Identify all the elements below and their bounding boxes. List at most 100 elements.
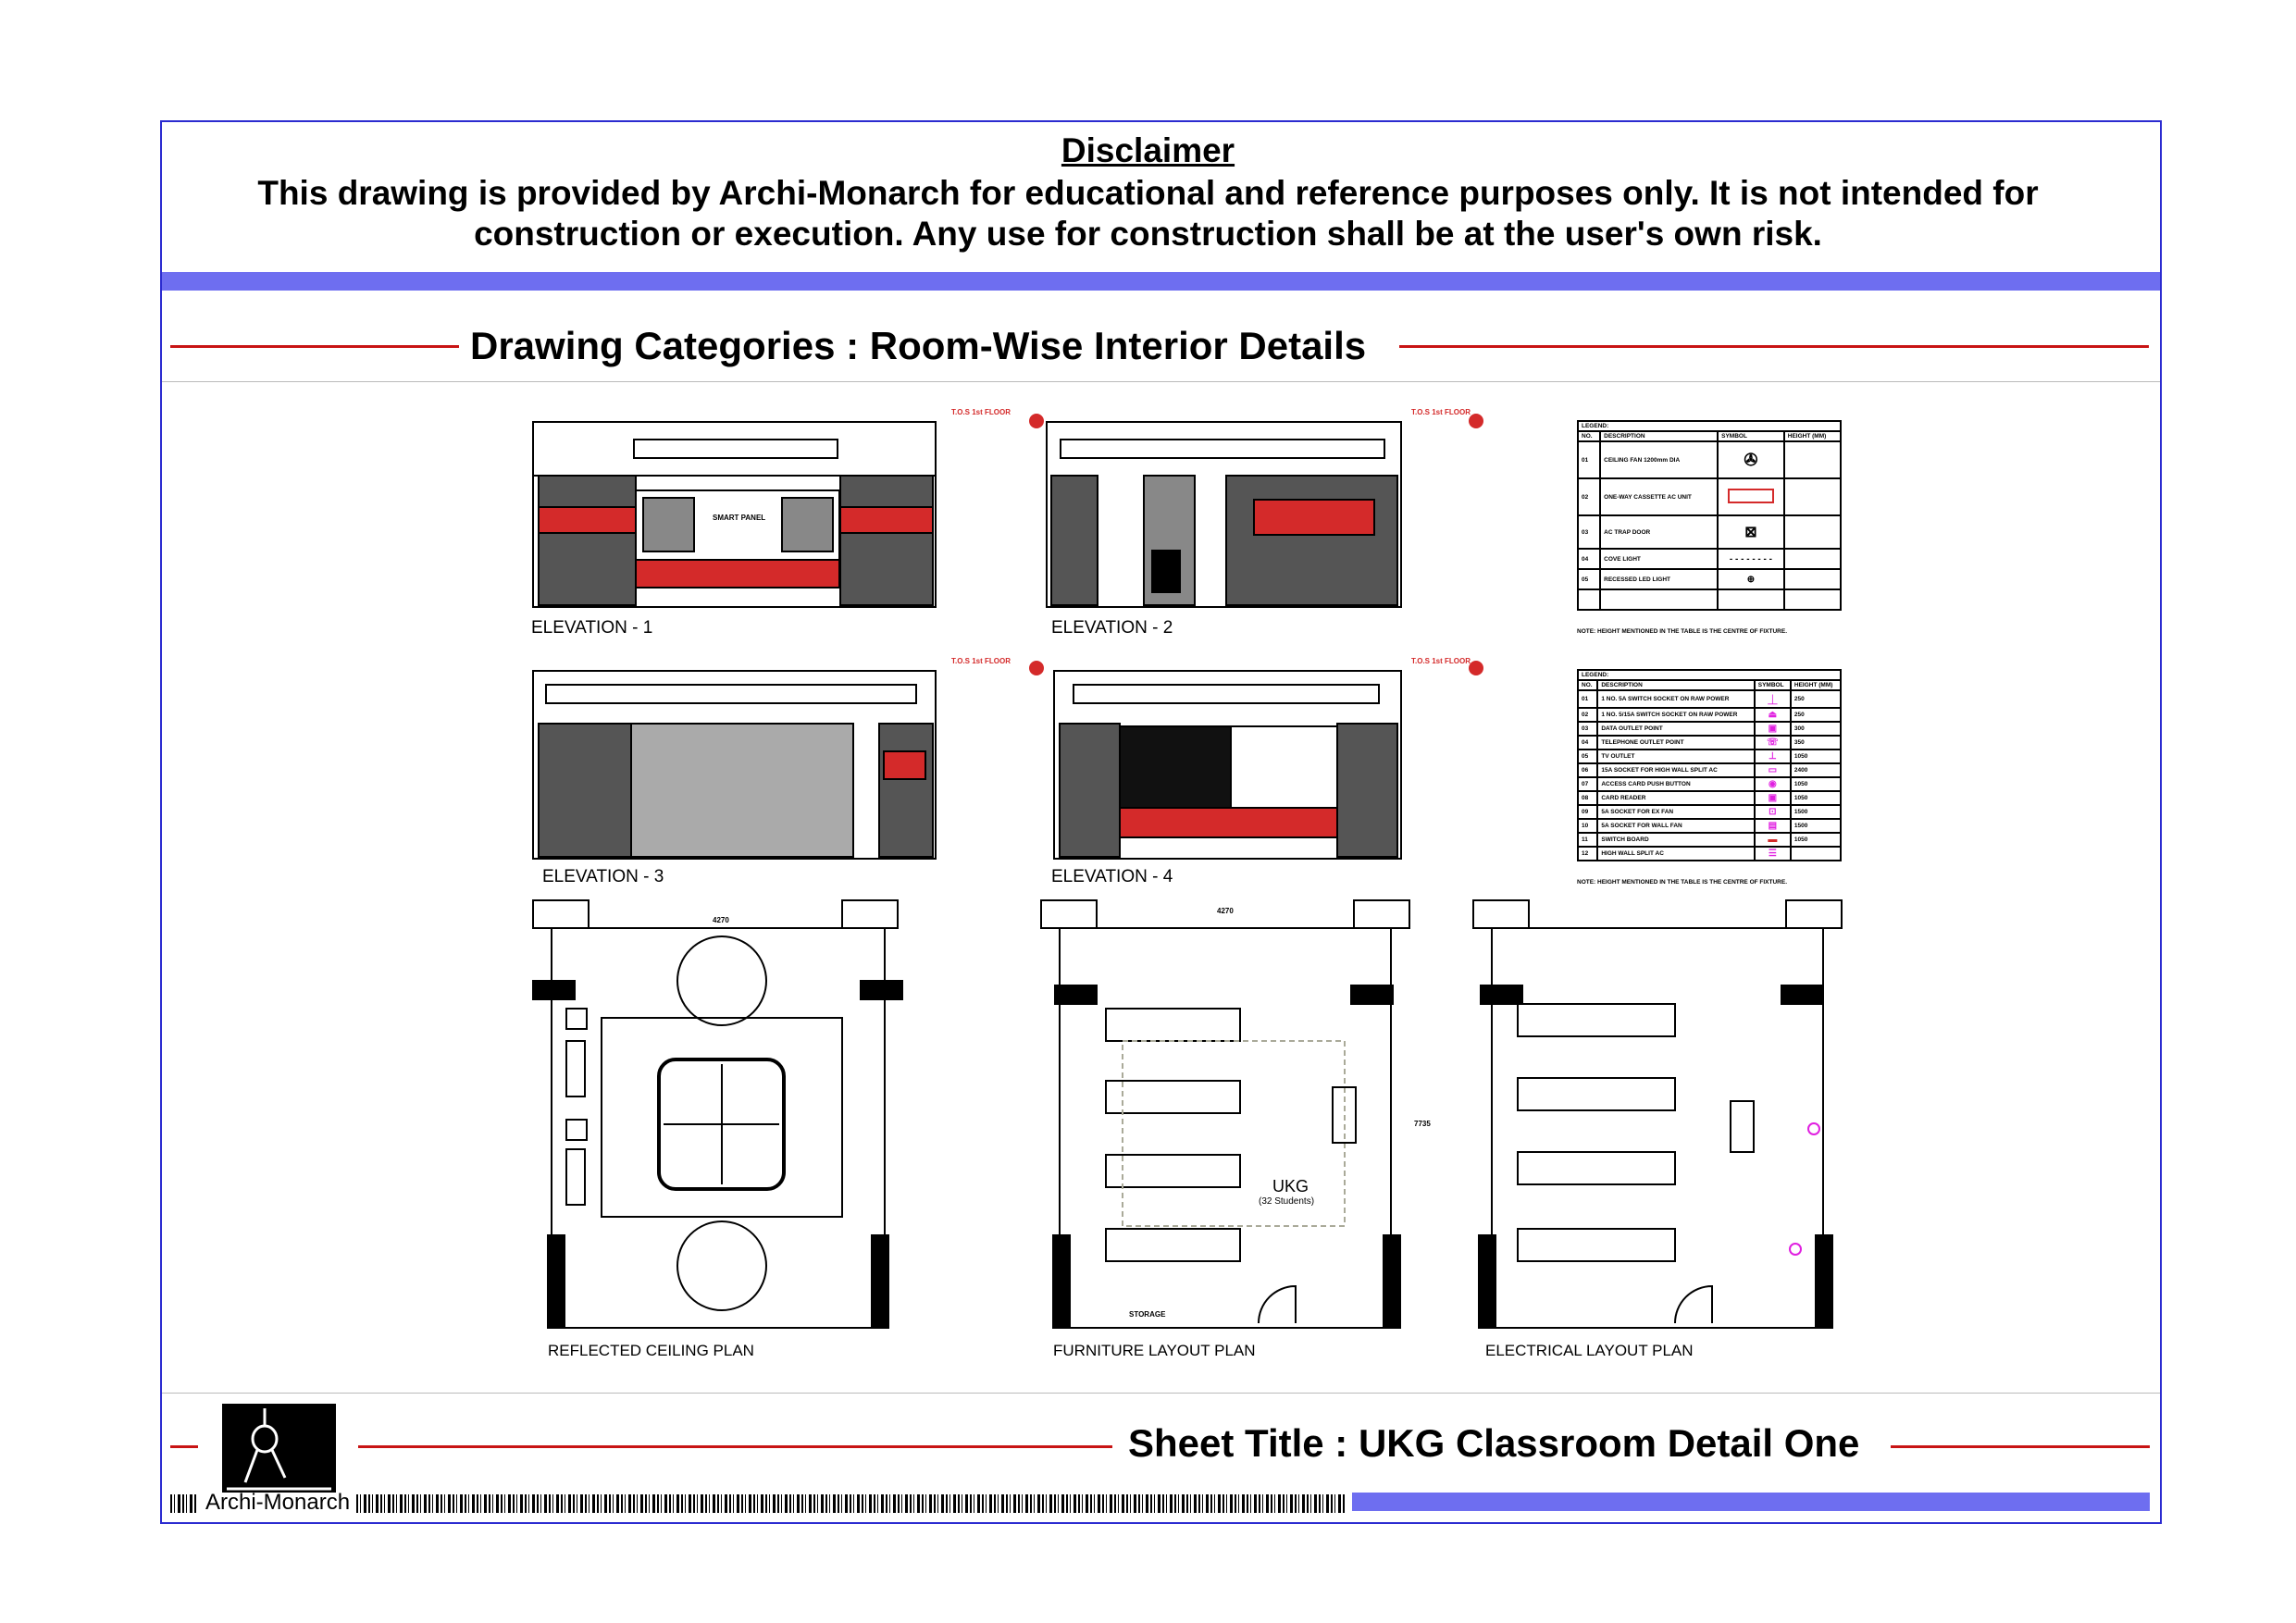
elp-title: ELECTRICAL LAYOUT PLAN [1485,1342,1694,1359]
level-label: T.O.S 1st FLOOR [951,657,1011,665]
legend-title: LEGEND: [1577,420,1842,432]
row-number: 05 [1576,749,1599,764]
row-number: 04 [1576,735,1599,750]
symbol-icon: ⏊ [1753,689,1792,709]
rule-footer-left [170,1445,198,1448]
legend-electrical: LEGEND: NO. DESCRIPTION SYMBOL HEIGHT (M… [1576,669,1843,861]
row-number: 09 [1576,804,1599,820]
level-label: T.O.S 1st FLOOR [1411,408,1471,416]
led-light-icon: ⊕ [1717,568,1785,590]
cove-light-icon: - - - - - - - - [1717,548,1785,570]
row-description: TELEPHONE OUTLET POINT [1596,735,1756,750]
ac-unit-icon [1717,477,1785,516]
legend-note: NOTE: HEIGHT MENTIONED IN THE TABLE IS T… [1577,879,1788,886]
width-dimension: 4270 [1217,907,1234,915]
footer-divider [162,1393,2160,1394]
row-number: 10 [1576,818,1599,834]
row-description: 1 NO. 5/15A SWITCH SOCKET ON RAW POWER [1596,707,1756,723]
disclaimer-line-1: This drawing is provided by Archi-Monarc… [257,174,2039,212]
legend-note: NOTE: HEIGHT MENTIONED IN THE TABLE IS T… [1577,628,1788,635]
level-marker [1029,414,1044,428]
row-number: 06 [1576,762,1599,778]
row-description: TV OUTLET [1596,749,1756,764]
elevation-3-drawing [532,670,937,860]
smart-panel-label: SMART PANEL [713,514,766,522]
legend-title: LEGEND: [1577,669,1842,681]
row-number: 12 [1576,846,1599,861]
legend-ceiling: LEGEND: NO. DESCRIPTION SYMBOL HEIGHT (M… [1576,420,1843,611]
barcode-strip [170,1494,198,1513]
row-description: 5A SOCKET FOR EX FAN [1596,804,1756,820]
row-number: 02 [1576,707,1599,723]
compass-icon [227,1408,331,1491]
row-height: 300 [1789,721,1843,737]
col-header: DESCRIPTION [1599,430,1719,442]
barcode-strip [356,1494,1345,1513]
reflected-ceiling-plan-drawing [532,899,903,1329]
rcp-title: REFLECTED CEILING PLAN [548,1342,754,1359]
elevation-2-drawing [1046,421,1402,608]
elevation-3-title: ELEVATION - 3 [542,867,664,886]
elevation-4-title: ELEVATION - 4 [1051,867,1173,886]
row-height: 350 [1789,735,1843,750]
disclaimer-line-2: construction or execution. Any use for c… [474,215,1822,253]
symbol-icon: ▬ [1753,832,1792,848]
row-height: 250 [1789,707,1843,723]
symbol-icon: ▤ [1753,818,1792,834]
row-description: 5A SOCKET FOR WALL FAN [1596,818,1756,834]
symbol-icon: ⏏ [1753,707,1792,723]
col-header: NO. [1576,679,1599,691]
row-height: 1050 [1789,832,1843,848]
row-height: 1500 [1789,818,1843,834]
rule-footer-right [1891,1445,2150,1448]
sheet-title: Sheet Title : UKG Classroom Detail One [1128,1421,1860,1465]
disclaimer-title: Disclaimer [1061,131,1235,169]
sheet-frame [160,120,2162,1524]
row-number: 08 [1576,790,1599,806]
row-height [1789,846,1843,861]
row-height: 1050 [1789,776,1843,792]
level-marker [1469,414,1483,428]
elevation-1-title: ELEVATION - 1 [531,618,653,638]
symbol-icon: ⊥ [1753,749,1792,764]
row-description: 1 NO. 5A SWITCH SOCKET ON RAW POWER [1596,689,1756,709]
electrical-layout-plan-drawing [1472,899,1843,1329]
elevation-1-drawing [532,421,937,608]
length-dimension: 7735 [1414,1120,1431,1128]
symbol-icon: ▭ [1753,762,1792,778]
symbol-icon: ☰ [1753,846,1792,861]
col-header: SYMBOL [1753,679,1792,691]
symbol-icon: ⊡ [1753,804,1792,820]
symbol-icon: ▣ [1753,721,1792,737]
room-capacity: (32 Students) [1259,1196,1315,1207]
col-header: NO. [1576,430,1602,442]
row-height: 2400 [1789,762,1843,778]
row-number: 01 [1576,689,1599,709]
rule-left [170,345,459,348]
row-height: 250 [1789,689,1843,709]
col-header: DESCRIPTION [1596,679,1756,691]
col-header: HEIGHT (MM) [1782,430,1843,442]
row-height: 1500 [1789,804,1843,820]
symbol-icon: ▣ [1753,790,1792,806]
category-heading: Drawing Categories : Room-Wise Interior … [470,324,1367,367]
brand-name: Archi-Monarch [205,1490,351,1515]
symbol-icon: ◉ [1753,776,1792,792]
footer-band [1352,1493,2150,1511]
row-description: HIGH WALL SPLIT AC [1596,846,1756,861]
symbol-icon: ☏ [1753,735,1792,750]
row-number: 03 [1576,721,1599,737]
